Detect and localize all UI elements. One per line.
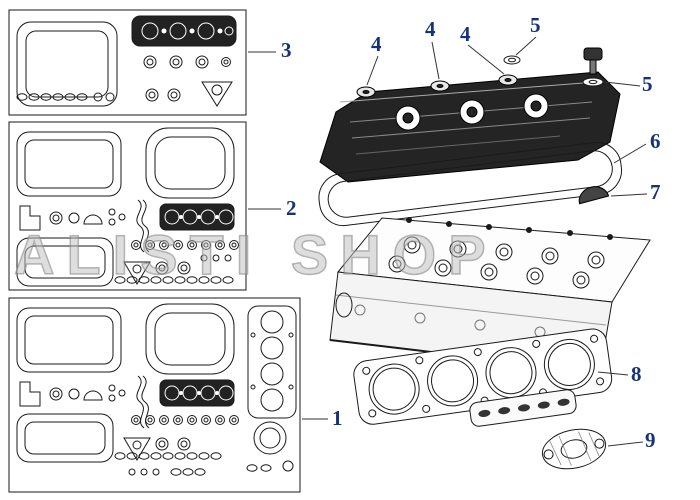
callout-5-top: 5 xyxy=(530,13,541,37)
flange-gasket xyxy=(541,428,607,470)
callout-3: 3 xyxy=(281,38,292,62)
washer-icon xyxy=(503,55,521,65)
cover-grommet-icon xyxy=(356,74,518,98)
callout-6: 6 xyxy=(650,129,661,153)
callout-8: 8 xyxy=(631,362,642,386)
cover-gasket xyxy=(318,141,623,227)
callout-7: 7 xyxy=(650,180,661,204)
leader-lines xyxy=(248,36,648,447)
gasket-set-box-2 xyxy=(8,121,247,291)
callout-2: 2 xyxy=(286,196,297,220)
manifold-gasket-icon xyxy=(159,203,235,231)
small-gasket-strip xyxy=(469,389,577,427)
callout-1: 1 xyxy=(332,406,343,430)
callout-4-mid: 4 xyxy=(425,17,436,41)
plug-bolt-icon xyxy=(582,47,604,87)
valve-cover xyxy=(319,71,621,183)
head-gasket-strip-icon xyxy=(247,305,297,419)
manifold-gasket-icon xyxy=(159,379,235,407)
half-moon-seal xyxy=(578,186,610,205)
gasket-set-box-1 xyxy=(8,297,301,493)
callout-4-left: 4 xyxy=(371,32,382,56)
manifold-gasket-icon xyxy=(131,15,237,47)
callout-4-right: 4 xyxy=(460,22,471,46)
callout-9: 9 xyxy=(645,428,656,452)
cylinder-head xyxy=(329,217,651,373)
gasket-set-box-3 xyxy=(8,9,247,116)
callout-5-right: 5 xyxy=(642,72,653,96)
head-gasket xyxy=(353,328,613,425)
